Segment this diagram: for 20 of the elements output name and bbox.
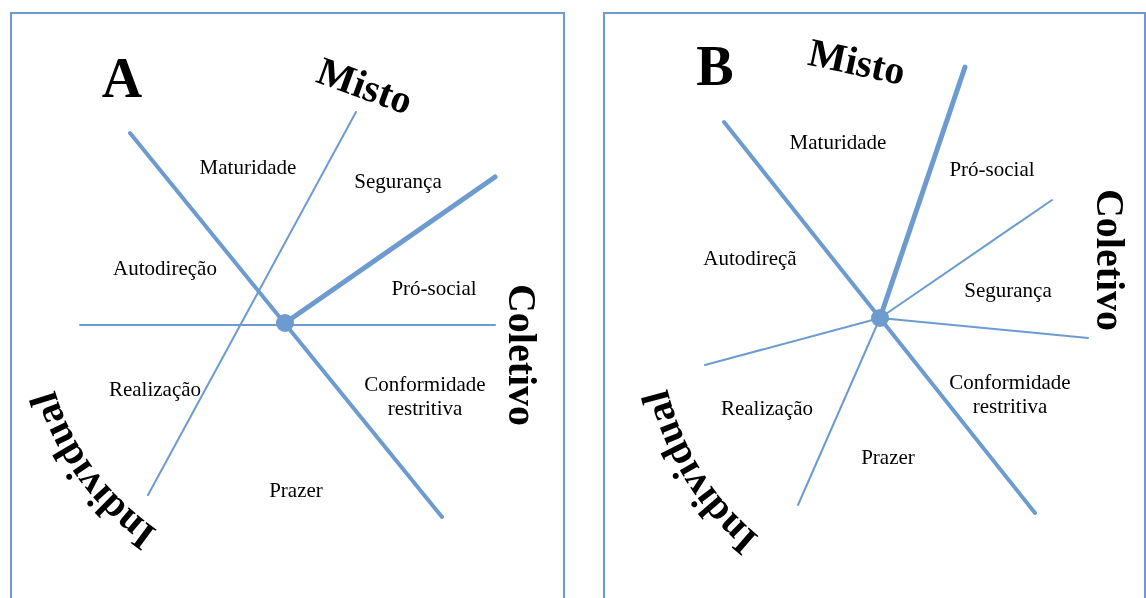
value-label: Maturidade [789,129,887,155]
panel-letter: B [696,33,734,99]
value-label: Maturidade [199,154,297,180]
value-label: Conformidade restritiva [363,371,487,421]
value-label: Segurança [964,277,1052,303]
value-label: Autodireção [113,255,217,281]
value-label: Prazer [861,444,915,470]
panel-frame [603,12,1146,598]
axis-label: Misto [311,47,419,125]
axis-label: Misto [804,29,910,95]
panel-letter: A [101,45,143,111]
value-label: Autodireçã [703,245,797,271]
panel-frame [10,12,565,598]
value-label: Pró-social [391,275,477,301]
value-label: Pró-social [949,156,1035,182]
value-label: Segurança [354,168,442,194]
value-label: Conformidade restritiva [948,369,1072,419]
value-label: Prazer [269,477,323,503]
axis-label: Coletivo [499,283,545,427]
axis-label: Coletivo [1087,188,1133,332]
